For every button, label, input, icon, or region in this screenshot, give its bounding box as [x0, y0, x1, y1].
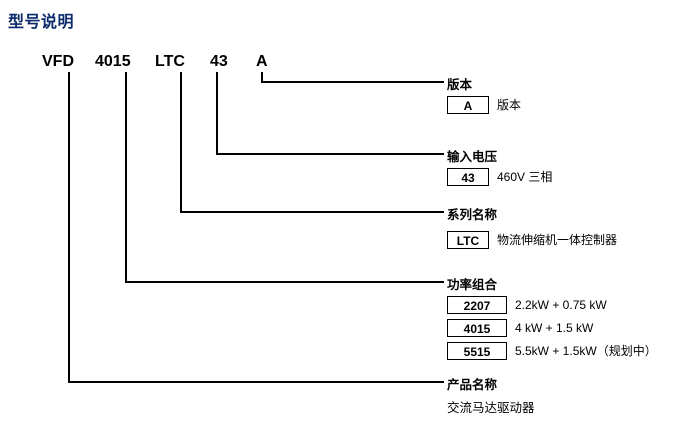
leader-hline-power-combo	[125, 281, 444, 283]
leader-hline-series-name	[180, 211, 444, 213]
value-desc-power-combo-0: 2.2kW + 0.75 kW	[515, 298, 607, 312]
value-desc-input-voltage-0: 460V 三相	[497, 170, 553, 184]
value-code-power-combo-2: 5515	[447, 342, 507, 360]
value-desc-power-combo-2: 5.5kW + 1.5kW（规划中）	[515, 344, 657, 358]
value-desc-version-0: 版本	[497, 98, 522, 112]
section-heading-version: 版本	[447, 78, 473, 92]
leader-hline-input-voltage	[216, 153, 444, 155]
page-title: 型号说明	[8, 14, 75, 31]
code-4015: 4015	[95, 53, 131, 70]
leader-vline-series-name	[180, 72, 182, 212]
value-code-version-0: A	[447, 96, 489, 114]
value-code-power-combo-0: 2207	[447, 296, 507, 314]
leader-hline-version	[261, 81, 444, 83]
code-vfd: VFD	[42, 53, 74, 70]
value-desc-power-combo-1: 4 kW + 1.5 kW	[515, 321, 594, 335]
value-desc-series-name-0: 物流伸缩机一体控制器	[497, 233, 618, 247]
value-code-power-combo-1: 4015	[447, 319, 507, 337]
leader-hline-product-name	[68, 381, 444, 383]
leader-vline-product-name	[68, 72, 70, 382]
code-a: A	[256, 53, 268, 70]
section-heading-input-voltage: 输入电压	[447, 150, 498, 164]
value-code-series-name-0: LTC	[447, 231, 489, 249]
code-ltc: LTC	[155, 53, 185, 70]
product-name-desc: 交流马达驱动器	[447, 401, 535, 415]
section-heading-power-combo: 功率组合	[447, 278, 498, 292]
leader-vline-version	[261, 72, 263, 82]
section-heading-product-name: 产品名称	[447, 378, 498, 392]
section-heading-series-name: 系列名称	[447, 208, 498, 222]
leader-vline-power-combo	[125, 72, 127, 282]
value-code-input-voltage-0: 43	[447, 168, 489, 186]
leader-vline-input-voltage	[216, 72, 218, 154]
code-43: 43	[210, 53, 228, 70]
